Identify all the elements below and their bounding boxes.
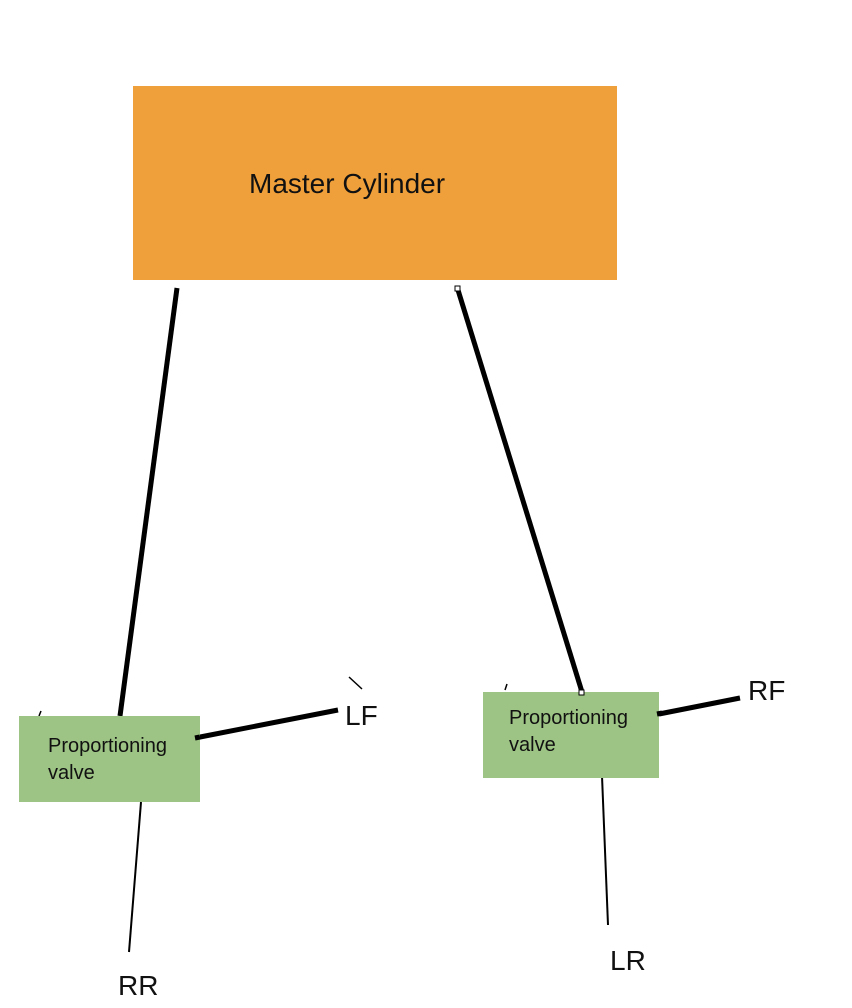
line-left-valve-to-lf (194, 707, 339, 741)
line-master-to-left-valve (117, 287, 180, 717)
left-proportioning-valve-label: Proportioning valve (48, 735, 167, 784)
tick-mark-lf (348, 676, 363, 690)
wheel-label-lr: LR (610, 945, 646, 976)
master-cylinder-box (133, 86, 617, 280)
tick-mark-right-valve (504, 683, 508, 691)
right-proportioning-valve-label: Proportioning valve (509, 707, 628, 756)
line-right-valve-to-rf (658, 695, 741, 717)
line-left-valve-to-rr (128, 801, 142, 953)
master-cylinder-label: Master Cylinder (249, 168, 446, 199)
line-master-to-right-valve (455, 289, 585, 693)
tick-mark-left-valve (38, 710, 42, 717)
wheel-label-rr: RR (118, 970, 159, 1001)
wheel-label-rf: RF (748, 675, 786, 706)
left-proportioning-valve-box (19, 716, 200, 802)
connection-handle-top (454, 285, 461, 292)
line-right-valve-to-lr (601, 775, 609, 926)
right-proportioning-valve-box (483, 692, 659, 778)
wheel-label-lf: LF (345, 700, 378, 731)
